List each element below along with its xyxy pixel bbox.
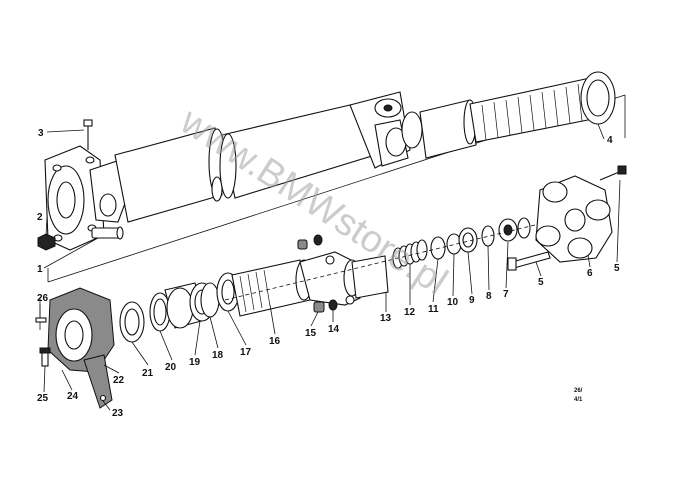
callout-9: 9 (469, 295, 475, 306)
callout-11: 11 (428, 304, 439, 315)
callout-3: 3 (38, 128, 44, 139)
callout-25: 25 (37, 393, 49, 404)
center-bearing-parts (35, 165, 627, 409)
drawing-code-line-2: 4/1 (574, 397, 583, 403)
callout-22: 22 (113, 375, 125, 386)
callout-17: 17 (240, 347, 252, 358)
drive-shaft-upper (37, 71, 626, 283)
callout-7: 7 (503, 289, 509, 300)
callout-19: 19 (189, 357, 201, 368)
callout-18: 18 (212, 350, 224, 361)
callout-16: 16 (269, 336, 281, 347)
callout-23: 23 (112, 408, 124, 419)
callout-15: 15 (305, 328, 317, 339)
callout-6: 6 (587, 268, 593, 279)
callout-4: 4 (607, 135, 613, 146)
callout-8: 8 (486, 291, 492, 302)
callout-5-left: 5 (538, 277, 544, 288)
callout-2: 2 (37, 212, 43, 223)
callout-13: 13 (380, 313, 392, 324)
leader-lines (39, 123, 621, 411)
callouts: 3 2 1 4 5 6 5 7 8 9 10 11 12 13 14 15 16… (37, 128, 620, 419)
callout-20: 20 (165, 362, 177, 373)
callout-24: 24 (67, 391, 79, 402)
callout-12: 12 (404, 307, 416, 318)
callout-10: 10 (447, 297, 459, 308)
drawing-code: 26/ 4/1 (574, 388, 583, 403)
callout-5-right: 5 (614, 263, 620, 274)
callout-26: 26 (37, 293, 49, 304)
drawing-code-line-1: 26/ (574, 388, 583, 394)
callout-21: 21 (142, 368, 154, 379)
callout-14: 14 (328, 324, 340, 335)
callout-1: 1 (37, 264, 43, 275)
